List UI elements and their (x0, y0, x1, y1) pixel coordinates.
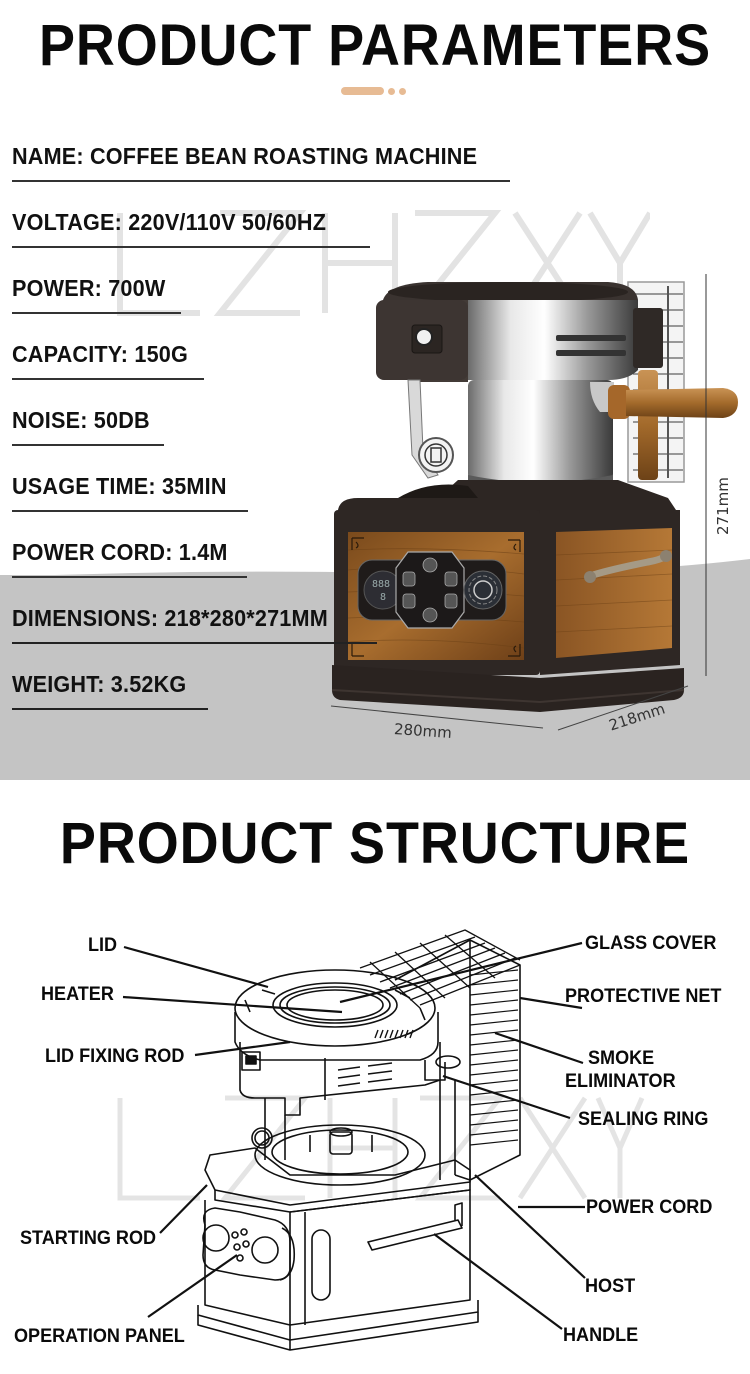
param-text: VOLTAGE: 220V/110V 50/60HZ (12, 209, 327, 235)
label-power-cord: POWER CORD (586, 1197, 713, 1218)
dimension-height-label: 271mm (714, 477, 732, 535)
param-underline (12, 510, 248, 512)
label-smoke-eliminator-line1: SMOKE (588, 1048, 655, 1069)
roasting-machine-photo: 888 8 (331, 281, 738, 712)
accent-dot (399, 87, 406, 95)
param-text: NAME: COFFEE BEAN ROASTING MACHINE (12, 143, 478, 169)
param-text: NOISE: 50DB (12, 407, 150, 433)
label-operation-panel: OPERATION PANEL (14, 1326, 185, 1347)
param-underline (12, 180, 510, 182)
svg-text:8: 8 (380, 592, 386, 603)
page-title-structure: PRODUCT STRUCTURE (59, 811, 691, 876)
label-protective-net: PROTECTIVE NET (565, 986, 722, 1007)
param-text: POWER: 700W (12, 275, 166, 301)
param-underline (12, 312, 181, 314)
accent-bar (341, 87, 384, 95)
param-dimensions: DIMENSIONS: 218*280*271MM (12, 605, 377, 644)
label-handle: HANDLE (563, 1325, 639, 1346)
param-underline (12, 246, 370, 248)
label-lid-fixing-rod: LID FIXING ROD (45, 1046, 185, 1067)
label-sealing-ring: SEALING RING (578, 1109, 709, 1130)
param-power: POWER: 700W (12, 275, 181, 314)
label-glass-cover: GLASS COVER (585, 933, 717, 954)
label-host: HOST (585, 1276, 636, 1297)
svg-text:888: 888 (372, 579, 390, 590)
param-text: POWER CORD: 1.4M (12, 539, 228, 565)
param-underline (12, 576, 247, 578)
product-parameters-section: PRODUCT PARAMETERS NAME: COFFEE BEAN ROA… (0, 13, 750, 780)
param-underline (12, 708, 208, 710)
param-weight: WEIGHT: 3.52KG (12, 671, 208, 710)
param-voltage: VOLTAGE: 220V/110V 50/60HZ (12, 209, 370, 248)
label-smoke-eliminator-line2: ELIMINATOR (565, 1071, 676, 1092)
accent-dot (388, 87, 395, 95)
param-capacity: CAPACITY: 150G (12, 341, 204, 380)
structure-line-diagram (117, 929, 645, 1351)
product-structure-section: PRODUCT STRUCTURE (0, 780, 750, 1374)
label-heater: HEATER (41, 984, 114, 1005)
param-underline (12, 378, 204, 380)
param-power-cord: POWER CORD: 1.4M (12, 539, 247, 578)
label-starting-rod: STARTING ROD (20, 1228, 157, 1249)
param-usage-time: USAGE TIME: 35MIN (12, 473, 248, 512)
label-lid: LID (88, 935, 118, 956)
param-name: NAME: COFFEE BEAN ROASTING MACHINE (12, 143, 510, 182)
param-underline (12, 642, 377, 644)
param-text: DIMENSIONS: 218*280*271MM (12, 605, 328, 631)
param-noise: NOISE: 50DB (12, 407, 164, 446)
param-underline (12, 444, 164, 446)
title-accent-decoration (341, 87, 406, 95)
page-title-parameters: PRODUCT PARAMETERS (38, 13, 712, 78)
param-text: USAGE TIME: 35MIN (12, 473, 227, 499)
param-text: CAPACITY: 150G (12, 341, 189, 367)
param-text: WEIGHT: 3.52KG (12, 671, 187, 697)
